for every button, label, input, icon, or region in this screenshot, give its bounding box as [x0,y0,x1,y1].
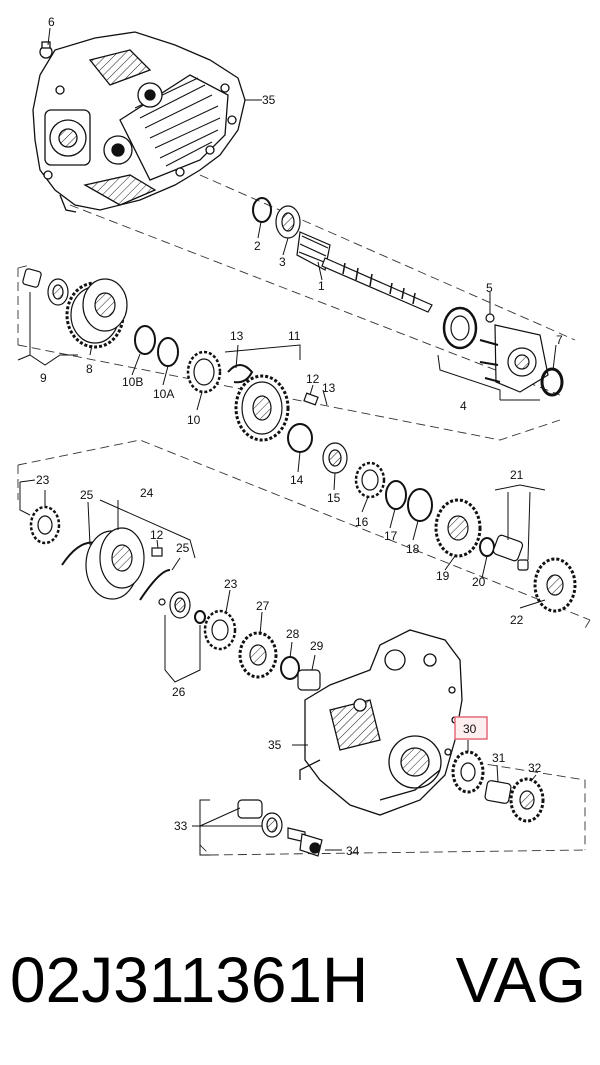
callout-7: 7 [556,333,563,347]
exploded-gearbox-diagram: 6 35 2 3 1 5 7 4 9 8 10B 10A 10 13 11 12… [17,15,591,858]
callout-10A: 10A [153,387,174,401]
callout-28: 28 [286,627,300,641]
callout-19: 19 [436,569,450,583]
callout-2: 2 [254,239,261,253]
callout-30: 30 [463,722,477,736]
callout-20: 20 [472,575,486,589]
gearbox-housing-bottom [299,629,463,816]
callout-18: 18 [406,542,420,556]
bottom-bearings-bolt [237,799,323,857]
callout-34: 34 [346,844,360,858]
part-number: 02J311361H [10,944,369,1016]
gearbox-housing-top [32,31,246,213]
callout-14: 14 [290,473,304,487]
footer: 02J311361H VAG [0,930,600,1040]
callout-10B: 10B [122,375,143,389]
callout-9: 9 [40,371,47,385]
callout-6: 6 [48,15,55,29]
callout-24: 24 [140,486,154,500]
input-shaft-assembly [252,197,433,313]
leader-lines [17,27,557,856]
callout-8: 8 [86,362,93,376]
callout-35-top: 35 [262,93,276,107]
callout-33: 33 [174,819,188,833]
callout-11: 11 [288,329,301,343]
callout-12-bottom: 12 [150,528,164,542]
callout-32: 32 [528,761,542,775]
callout-35-bottom: 35 [268,738,282,752]
callout-23-left: 23 [36,473,50,487]
callout-21: 21 [510,468,524,482]
callout-16: 16 [355,515,369,529]
callout-17: 17 [384,529,398,543]
callout-1: 1 [318,279,325,293]
callout-15: 15 [327,491,341,505]
output-gear-group [451,750,545,823]
callout-13-bottom: 13 [322,381,336,395]
callout-29: 29 [310,639,324,653]
callout-26: 26 [172,685,186,699]
callout-3: 3 [279,255,286,269]
callout-12-top: 12 [306,372,320,386]
callout-4: 4 [460,399,467,413]
callout-5: 5 [486,281,493,295]
callout-23-right: 23 [224,577,238,591]
callout-13-top: 13 [230,329,244,343]
callout-labels: 6 35 2 3 1 5 7 4 9 8 10B 10A 10 13 11 12… [36,15,563,858]
callout-22: 22 [510,613,524,627]
callout-31: 31 [492,751,506,765]
callout-10: 10 [187,413,201,427]
highlight-box-30 [454,716,488,740]
callout-27: 27 [256,599,270,613]
callout-25-left: 25 [80,488,94,502]
brand-name: VAG [455,944,586,1016]
lower-gear-row [29,505,321,691]
flange-seal-assembly [442,306,564,397]
upper-gear-row [22,268,577,613]
callout-25-right: 25 [176,541,190,555]
